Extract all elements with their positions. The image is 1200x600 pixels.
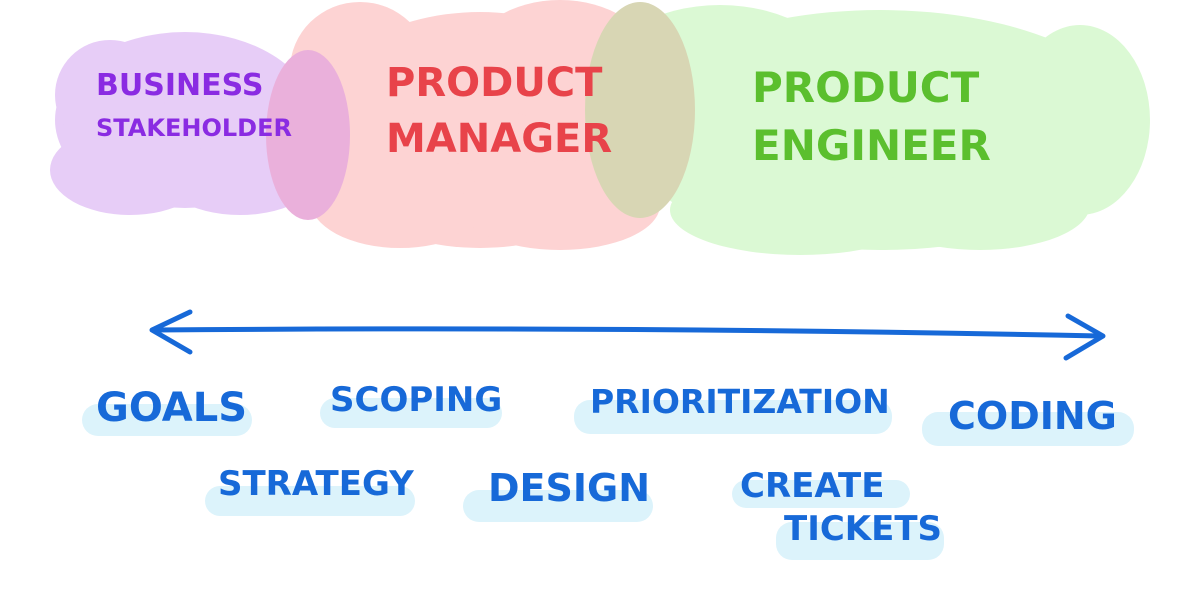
- role-clouds: [50, 0, 1150, 255]
- role-line: Manager: [386, 116, 613, 162]
- engineer-cloud: [600, 5, 1150, 255]
- task-highlight: [776, 522, 944, 560]
- role-line: Business: [96, 68, 264, 103]
- task-highlight: [82, 404, 252, 436]
- role-product-engineer: Product Engineer: [752, 63, 991, 171]
- role-line: Stakeholder: [96, 113, 292, 142]
- task-highlight: [320, 398, 502, 428]
- role-line: Product: [752, 63, 980, 112]
- role-business-stakeholder: Business Stakeholder: [96, 70, 292, 141]
- task-highlight: [732, 480, 910, 508]
- task-highlight: [922, 412, 1134, 446]
- task-highlight: [574, 400, 892, 434]
- task-prioritization: Prioritization: [590, 382, 890, 421]
- role-product-manager: Product Manager: [386, 62, 612, 160]
- task-create-tickets: Create Tickets: [740, 466, 943, 550]
- task-strategy: Strategy: [218, 464, 414, 504]
- business-manager-overlap: [266, 50, 350, 220]
- task-highlight: [205, 486, 415, 516]
- task-goals: Goals: [96, 385, 248, 431]
- role-line: Product: [386, 60, 603, 106]
- task-highlight: [463, 490, 653, 522]
- manager-cloud: [290, 0, 660, 250]
- task-coding: Coding: [948, 394, 1117, 438]
- manager-engineer-overlap: [585, 2, 695, 218]
- task-design: Design: [488, 466, 651, 510]
- role-line: Engineer: [752, 121, 991, 171]
- task-scoping: Scoping: [330, 380, 503, 420]
- spectrum-arrow: [149, 309, 1106, 361]
